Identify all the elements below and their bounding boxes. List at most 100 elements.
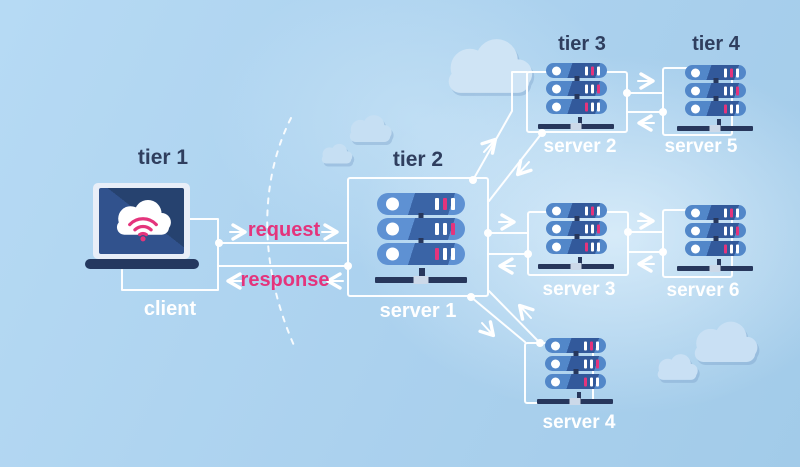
server-unit: [546, 99, 607, 114]
laptop-base: [85, 259, 199, 269]
power-light: [691, 104, 700, 113]
server-unit: [546, 203, 607, 218]
rack-base-pad: [709, 125, 721, 132]
power-light: [552, 66, 561, 75]
server3-server6-link: [624, 212, 667, 273]
server2-rack-icon: [538, 63, 614, 130]
cloud-icon: [441, 37, 537, 97]
rack-stand: [578, 117, 582, 124]
server-unit: [685, 83, 746, 98]
status-lights: [585, 66, 600, 75]
request-label: request: [247, 219, 321, 241]
server-unit: [545, 356, 606, 371]
power-light: [691, 226, 700, 235]
status-lights: [584, 377, 599, 386]
power-light: [691, 86, 700, 95]
tier-boundary-dashed-arc: [266, 117, 297, 351]
server2-label: server 2: [543, 136, 617, 157]
cloud-icon: [689, 320, 761, 365]
server2-server5-link: [623, 72, 667, 132]
power-light: [386, 197, 399, 211]
status-lights: [435, 198, 455, 210]
server-unit: [685, 223, 746, 238]
rack-base-pad: [570, 123, 582, 130]
server-unit: [377, 243, 465, 265]
power-light: [551, 341, 560, 350]
server1-label: server 1: [379, 300, 457, 322]
server-unit: [377, 218, 465, 240]
status-lights: [724, 208, 739, 217]
status-lights: [724, 86, 739, 95]
status-lights: [724, 104, 739, 113]
rack-base: [538, 123, 614, 130]
power-light: [552, 206, 561, 215]
rack-base: [537, 398, 613, 405]
power-light: [691, 208, 700, 217]
server-unit: [685, 65, 746, 80]
server5-label: server 5: [664, 136, 738, 157]
tier2-label: tier 2: [392, 148, 444, 171]
server-unit: [546, 81, 607, 96]
rack-base: [375, 276, 467, 284]
status-lights: [724, 68, 739, 77]
server3-rack-icon: [538, 203, 614, 270]
server-unit: [377, 193, 465, 215]
server-unit: [685, 241, 746, 256]
rack-base: [677, 265, 753, 272]
rack-base: [538, 263, 614, 270]
power-light: [551, 359, 560, 368]
server4-label: server 4: [542, 412, 616, 433]
server-unit: [546, 221, 607, 236]
status-lights: [435, 248, 455, 260]
rack-stand: [419, 268, 425, 277]
server-unit: [546, 239, 607, 254]
power-light: [386, 222, 399, 236]
server1-server4-link: [467, 290, 544, 347]
rack-stand: [578, 257, 582, 264]
power-light: [552, 84, 561, 93]
status-lights: [584, 359, 599, 368]
rack-stand: [577, 392, 581, 399]
rack-base-pad: [570, 263, 582, 270]
cloud-icon: [319, 143, 354, 165]
server5-rack-icon: [677, 65, 753, 132]
server1-rack-icon: [375, 193, 467, 284]
rack-base-pad: [569, 398, 581, 405]
server1-server3-link: [484, 213, 532, 275]
power-light: [691, 244, 700, 253]
server4-rack-icon: [537, 338, 613, 405]
server-unit: [685, 101, 746, 116]
power-light: [551, 377, 560, 386]
client-label: client: [143, 298, 197, 320]
status-lights: [435, 223, 455, 235]
request-response-lines: [215, 223, 352, 290]
server3-label: server 3: [542, 279, 616, 300]
server-unit: [685, 205, 746, 220]
power-light: [552, 224, 561, 233]
power-light: [386, 247, 399, 261]
server-unit: [546, 63, 607, 78]
tier1-label: tier 1: [137, 146, 189, 169]
status-lights: [724, 244, 739, 253]
server6-rack-icon: [677, 205, 753, 272]
rack-base-pad: [709, 265, 721, 272]
client-loop-line: [121, 218, 219, 291]
power-light: [552, 242, 561, 251]
rack-stand: [717, 259, 721, 266]
tier4-label: tier 4: [692, 33, 740, 55]
status-lights: [584, 341, 599, 350]
tier3-label: tier 3: [558, 33, 606, 55]
response-label: response: [240, 269, 330, 291]
server6-label: server 6: [666, 280, 740, 301]
wifi-signal-icon: [124, 211, 162, 247]
cloud-icon: [346, 114, 394, 144]
power-light: [552, 102, 561, 111]
server-unit: [545, 374, 606, 389]
power-light: [691, 68, 700, 77]
status-lights: [585, 206, 600, 215]
status-lights: [724, 226, 739, 235]
status-lights: [585, 84, 600, 93]
cloud-icon: [654, 353, 700, 382]
status-lights: [585, 224, 600, 233]
